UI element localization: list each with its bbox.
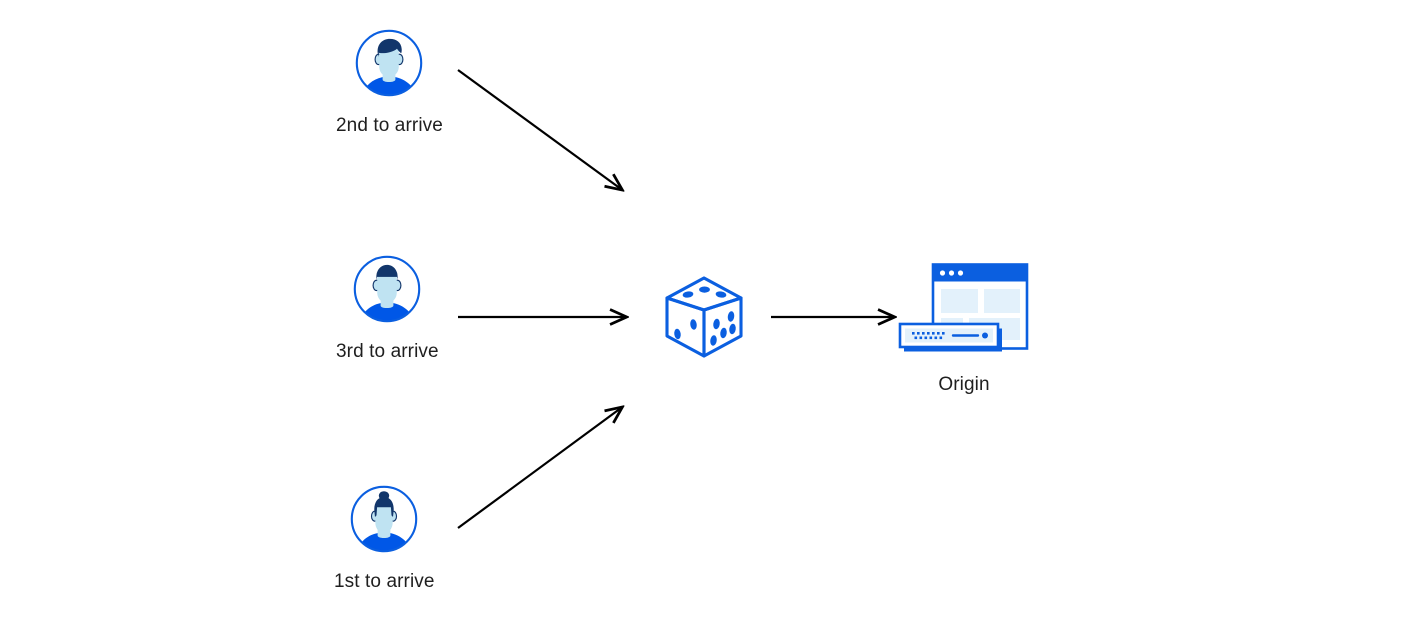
node-origin-server: Origin [898,256,1030,396]
dice-icon [658,272,750,364]
arrow-2nd-to-loadbalancer [457,69,621,189]
node-load-balancer [658,272,750,364]
user-avatar-icon [352,254,422,324]
router-device-icon [898,322,1002,352]
node-visitor-3rd: 3rd to arrive [336,254,439,363]
node-label-visitor-3rd: 3rd to arrive [336,341,439,362]
arrow-1st-to-loadbalancer [457,408,621,529]
user-avatar-icon [349,484,419,554]
node-visitor-1st: 1st to arrive [334,484,435,593]
node-label-visitor-1st: 1st to arrive [334,571,435,592]
origin-server-icon [898,256,1030,356]
node-visitor-2nd: 2nd to arrive [336,28,443,137]
user-avatar-icon [354,28,424,98]
node-label-origin-server: Origin [938,374,990,395]
node-label-visitor-2nd: 2nd to arrive [336,115,443,136]
